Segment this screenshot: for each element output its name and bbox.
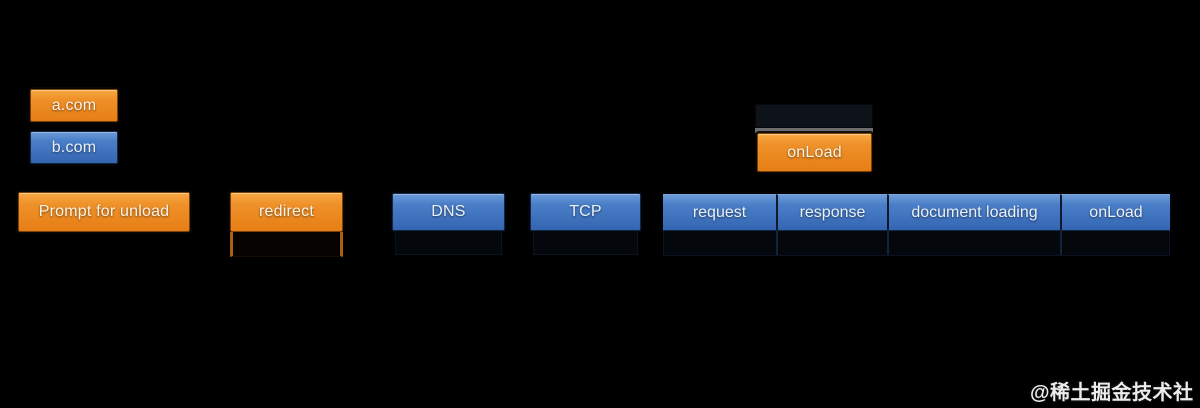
phase-label: TCP <box>569 203 602 220</box>
phase-label: redirect <box>259 203 314 220</box>
subrow-divider <box>887 231 889 255</box>
phase-group-request-to-onload: request response document loading onLoad <box>663 194 1170 231</box>
watermark-text: @稀土掘金技术社区 <box>1030 382 1194 404</box>
phase-label: request <box>692 203 747 221</box>
onload-overlay-grey-strip <box>755 128 873 133</box>
onload-overlay-label: onLoad <box>787 143 842 161</box>
legend-item-a-com: a.com <box>30 89 118 122</box>
phase-label: Prompt for unload <box>38 203 170 220</box>
subrow-divider <box>776 231 778 255</box>
legend-label-a-com: a.com <box>51 96 97 114</box>
onload-overlay-dark-box <box>755 104 873 128</box>
phase-onload: onLoad <box>1060 194 1170 231</box>
phase-prompt-for-unload: Prompt for unload <box>18 192 190 232</box>
phase-label: response <box>799 203 866 221</box>
phase-redirect-subbox <box>230 232 343 257</box>
phase-label: onLoad <box>1089 203 1143 221</box>
phase-redirect: redirect <box>230 192 343 232</box>
phase-label: document loading <box>911 203 1038 221</box>
phase-document-loading: document loading <box>887 194 1060 231</box>
phase-tcp: TCP <box>530 193 641 231</box>
subrow-divider <box>1060 231 1062 255</box>
legend-item-b-com: b.com <box>30 131 118 164</box>
legend-label-b-com: b.com <box>51 138 97 156</box>
onload-overlay-box: onLoad <box>757 133 872 172</box>
phase-dns-subbox <box>395 231 502 255</box>
phase-response: response <box>776 194 887 231</box>
phase-dns: DNS <box>392 193 505 231</box>
phase-group-subrow <box>663 231 1170 256</box>
phase-tcp-subbox <box>533 231 638 255</box>
phase-label: DNS <box>431 203 466 220</box>
phase-request: request <box>663 194 776 231</box>
